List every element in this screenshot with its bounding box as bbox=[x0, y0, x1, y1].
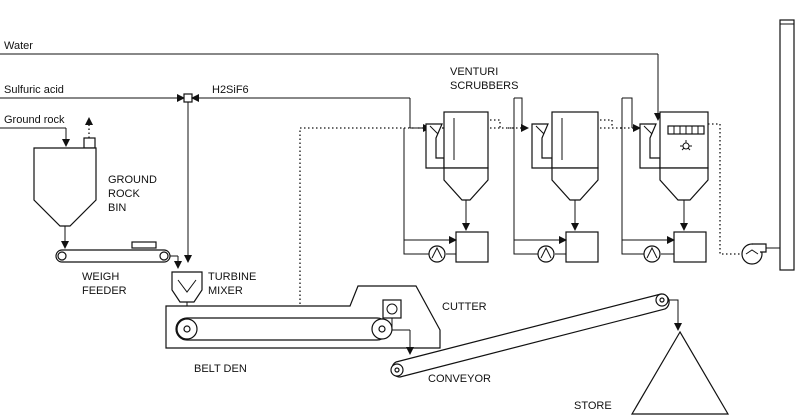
turbine-mixer-label-2: MIXER bbox=[208, 285, 243, 297]
h2sif6-label: H2SiF6 bbox=[212, 84, 249, 96]
vent-arrow bbox=[83, 117, 96, 149]
ground-rock-bin bbox=[33, 147, 97, 249]
conveyor-label: CONVEYOR bbox=[428, 373, 491, 385]
weigh-feeder-label-1: WEIGH bbox=[82, 271, 119, 283]
gas-line bbox=[299, 119, 740, 304]
exhaust-stack bbox=[779, 19, 795, 271]
store-pile bbox=[630, 330, 730, 415]
water-line bbox=[0, 53, 662, 121]
ground-rock-label: Ground rock bbox=[4, 114, 65, 126]
sulfuric-acid-label: Sulfuric acid bbox=[4, 84, 64, 96]
venturi-scrubber-2 bbox=[513, 97, 599, 263]
store-label: STORE bbox=[574, 400, 612, 412]
weigh-feeder bbox=[55, 241, 182, 269]
venturi-scrubbers-label-1: VENTURI bbox=[450, 66, 498, 78]
water-label: Water bbox=[4, 40, 33, 52]
ground-rock-line bbox=[0, 127, 70, 147]
cutter-label: CUTTER bbox=[442, 301, 487, 313]
cutter bbox=[382, 299, 414, 355]
h2sif6-junction bbox=[183, 93, 193, 103]
ground-rock-bin-label-2: ROCK bbox=[108, 188, 140, 200]
weigh-feeder-label-2: FEEDER bbox=[82, 285, 127, 297]
h2sif6-return-line bbox=[191, 94, 431, 132]
exhaust-fan bbox=[741, 243, 767, 265]
belt-den-label: BELT DEN bbox=[194, 363, 247, 375]
venturi-scrubbers-label-2: SCRUBBERS bbox=[450, 80, 518, 92]
turbine-mixer-label-1: TURBINE bbox=[208, 271, 256, 283]
ground-rock-bin-label-3: BIN bbox=[108, 202, 126, 214]
venturi-scrubber-1 bbox=[403, 111, 489, 263]
venturi-scrubber-3 bbox=[621, 97, 709, 263]
ground-rock-bin-label-1: GROUND bbox=[108, 174, 157, 186]
conveyor bbox=[390, 293, 682, 378]
belt-den bbox=[165, 285, 441, 349]
